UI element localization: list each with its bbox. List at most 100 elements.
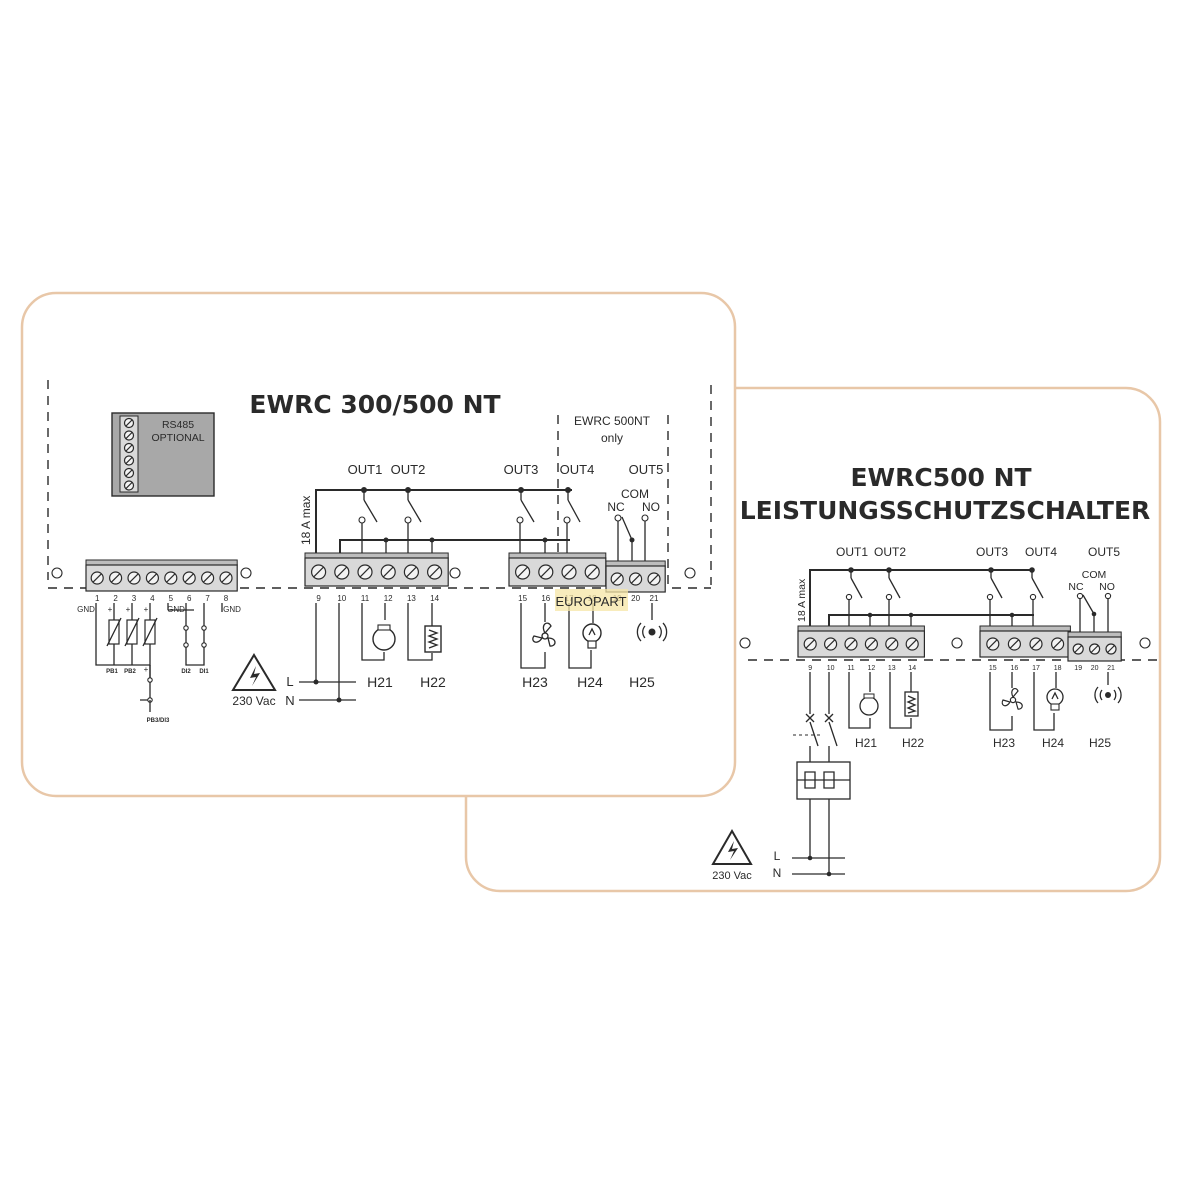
terminal-number: 11 bbox=[361, 594, 370, 603]
label-out1: OUT1 bbox=[348, 462, 383, 477]
terminal-number: 7 bbox=[205, 594, 210, 603]
label-no: NO bbox=[1099, 581, 1115, 593]
screw-slot bbox=[166, 573, 176, 583]
alarm-icon bbox=[1094, 686, 1122, 704]
terminal-number: 10 bbox=[337, 594, 346, 603]
screw-slot bbox=[1031, 639, 1041, 649]
terminal-number: 5 bbox=[169, 594, 174, 603]
label-out2: OUT2 bbox=[874, 545, 906, 559]
label-out4: OUT4 bbox=[1025, 545, 1057, 559]
label-gnd: GND bbox=[77, 605, 95, 614]
terminal-number: 21 bbox=[1107, 665, 1115, 672]
terminal-number: 1 bbox=[95, 594, 100, 603]
screw-slot bbox=[825, 639, 836, 649]
label-plus: + bbox=[144, 605, 149, 614]
mount-hole bbox=[951, 637, 963, 649]
panel-left-frame bbox=[20, 291, 737, 798]
mount-hole bbox=[684, 567, 696, 579]
screw-slot bbox=[382, 566, 394, 578]
supply-voltage: 230 Vac bbox=[712, 870, 752, 882]
terminal-block-outputs-1 bbox=[304, 552, 449, 587]
label-plus: + bbox=[108, 605, 113, 614]
screw-slot bbox=[907, 639, 917, 649]
terminal-number: 9 bbox=[808, 665, 812, 672]
terminal-number: 14 bbox=[430, 594, 439, 603]
fan-icon bbox=[1001, 687, 1023, 710]
compressor-icon bbox=[859, 696, 879, 716]
terminal-number: 21 bbox=[650, 594, 659, 603]
watermark-box bbox=[555, 589, 628, 611]
screw-slot bbox=[125, 444, 133, 452]
load-h25: H25 bbox=[1089, 736, 1111, 750]
screw-slot bbox=[517, 566, 528, 578]
terminal-block-top bbox=[304, 552, 449, 559]
ewrc500-only-line1: EWRC 500NT bbox=[574, 414, 651, 428]
screw-slot bbox=[630, 574, 641, 584]
terminal-block-outputs-2 bbox=[508, 552, 607, 587]
screw-slot bbox=[202, 573, 213, 583]
terminal-block-top bbox=[85, 559, 238, 566]
rs485-screws bbox=[123, 417, 135, 491]
screw-slot bbox=[1052, 639, 1063, 649]
screw-slot bbox=[586, 566, 598, 578]
label-plus: + bbox=[126, 605, 131, 614]
terminal-block-top bbox=[605, 560, 666, 567]
rs485-label: RS485 bbox=[162, 419, 194, 431]
supply-230vac: 230 Vac L N bbox=[231, 653, 295, 708]
mount-hole bbox=[739, 637, 751, 649]
terminal-number: 18 bbox=[1054, 665, 1062, 672]
screw-slot bbox=[125, 432, 133, 439]
screw-slot bbox=[846, 639, 856, 649]
terminal-block-outputs-2 bbox=[979, 625, 1072, 658]
load-h23: H23 bbox=[522, 674, 548, 690]
mount-hole bbox=[449, 567, 461, 579]
terminal-block-out5 bbox=[1067, 631, 1122, 662]
mount-hole bbox=[240, 567, 252, 579]
mount-hole bbox=[51, 567, 63, 579]
label-pb2: PB2 bbox=[124, 669, 136, 675]
label-plus: + bbox=[144, 665, 149, 674]
panel-left: EWRC 300/500 NT EWRC 500NT only RS485 OP… bbox=[47, 380, 712, 724]
terminal-number: 14 bbox=[908, 665, 916, 672]
screw-slot bbox=[649, 574, 659, 584]
label-pb3-di3: PB3/DI3 bbox=[147, 718, 170, 724]
label-nc: NC bbox=[1068, 581, 1084, 593]
load-wiring-right: H21 H22 H23 H24 H25 bbox=[848, 672, 1122, 750]
fan-icon bbox=[532, 622, 556, 647]
lamp-icon bbox=[582, 623, 602, 649]
screw-slot bbox=[866, 639, 877, 649]
screw-slot bbox=[125, 419, 133, 427]
screw-slot bbox=[563, 566, 575, 578]
screw-slot bbox=[1074, 645, 1083, 653]
screw-slot bbox=[988, 639, 998, 649]
panel-left-title: EWRC 300/500 NT bbox=[249, 390, 500, 419]
label-out3: OUT3 bbox=[504, 462, 539, 477]
label-out2: OUT2 bbox=[391, 462, 426, 477]
terminal-number: 12 bbox=[868, 665, 876, 672]
supply-bus-right bbox=[809, 569, 1034, 633]
relay-switches-right bbox=[845, 570, 1044, 601]
label-18a-max: 18 A max bbox=[796, 578, 808, 622]
screw-slot bbox=[336, 566, 348, 578]
terminal-number: 15 bbox=[989, 665, 997, 672]
load-wiring: H21 H22 H23 H24 H25 bbox=[299, 603, 668, 703]
terminal-number: 8 bbox=[224, 594, 229, 603]
screw-slot bbox=[612, 574, 622, 584]
terminal-block-outputs-1 bbox=[797, 625, 926, 658]
terminal-number: 16 bbox=[541, 594, 550, 603]
terminal-number: 6 bbox=[187, 594, 192, 603]
load-h21: H21 bbox=[855, 736, 877, 750]
terminal-number: 13 bbox=[407, 594, 416, 603]
watermark-text: EUROPART bbox=[555, 594, 626, 609]
rs485-optional-label: OPTIONAL bbox=[151, 432, 204, 444]
supply-n: N bbox=[773, 866, 782, 880]
load-h24: H24 bbox=[1042, 736, 1064, 750]
load-h21: H21 bbox=[367, 674, 393, 690]
label-com: COM bbox=[1082, 569, 1107, 581]
terminal-number: 20 bbox=[1091, 665, 1099, 672]
terminal-block-top bbox=[797, 625, 925, 632]
screw-slot bbox=[147, 573, 158, 583]
label-out3: OUT3 bbox=[976, 545, 1008, 559]
screw-slot bbox=[406, 566, 417, 578]
